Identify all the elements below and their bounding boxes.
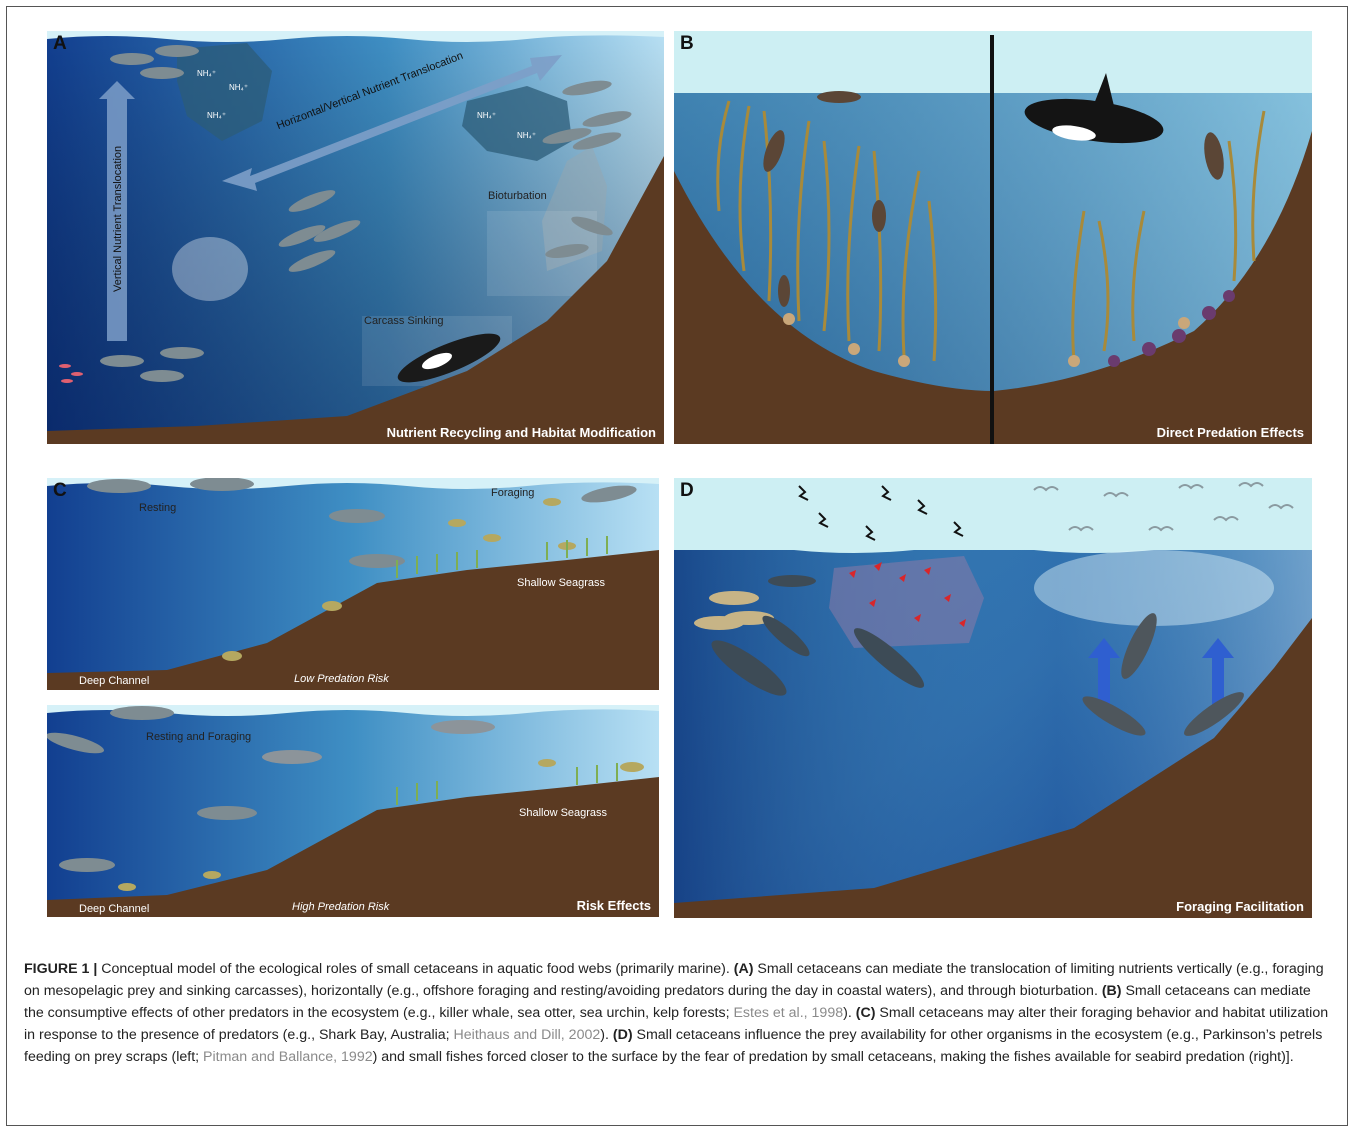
panel-a-label: A (53, 33, 67, 55)
citation-link[interactable]: Heithaus and Dill, 2002 (454, 1027, 601, 1043)
vertical-translocation-label: Vertical Nutrient Translocation (112, 152, 124, 292)
caption-text-c-end: ). (600, 1027, 613, 1043)
carcass-sinking-label: Carcass Sinking (364, 315, 443, 327)
panel-a: A NH₄⁺ NH₄⁺ NH₄⁺ NH₄⁺ NH₄⁺ Vertical Nutr… (47, 31, 664, 444)
panel-c-label: C (53, 480, 67, 502)
caption-tag-d: (D) (613, 1027, 633, 1043)
predation-risk-label: Low Predation Risk (294, 673, 389, 685)
panel-d: D Foraging Facilitation (674, 478, 1312, 918)
ammonium-label: NH₄⁺ (207, 111, 226, 120)
shallow-seagrass-label: Shallow Seagrass (519, 807, 607, 819)
prey-scrap-cloud (829, 556, 984, 648)
panel-c-bottom: Resting and Foraging Shallow Seagrass De… (47, 705, 659, 917)
foraging-label: Foraging (491, 487, 534, 499)
caption-tag-b: (B) (1102, 983, 1122, 999)
caption-tag-c: (C) (856, 1005, 876, 1021)
caption-intro: Conceptual model of the ecological roles… (97, 961, 733, 977)
panel-d-scene (674, 478, 1312, 918)
shallow-seagrass-label: Shallow Seagrass (517, 577, 605, 589)
ammonium-label: NH₄⁺ (229, 83, 248, 92)
panel-c-top: C Resting Foraging Shallow Seagrass Deep… (47, 478, 659, 690)
panel-b: B Direct Predation Effects (674, 31, 1312, 444)
panel-b-title: Direct Predation Effects (1157, 425, 1304, 440)
resting-label: Resting (139, 502, 176, 514)
panel-b-label: B (680, 33, 694, 55)
panel-b-scene (674, 31, 1312, 444)
caption-text-b-end: ). (843, 1005, 856, 1021)
predation-risk-label: High Predation Risk (292, 901, 389, 913)
panel-a-title: Nutrient Recycling and Habitat Modificat… (387, 425, 656, 440)
ammonium-label: NH₄⁺ (517, 131, 536, 140)
deep-channel-label: Deep Channel (79, 675, 149, 687)
caption-text-d-end: ) and small fishes forced closer to the … (373, 1049, 1294, 1065)
citation-link[interactable]: Estes et al., 1998 (733, 1005, 843, 1021)
bioturbation-label: Bioturbation (488, 190, 547, 202)
panel-d-title: Foraging Facilitation (1176, 899, 1304, 914)
panel-d-label: D (680, 480, 694, 502)
deep-channel-label: Deep Channel (79, 903, 149, 915)
caption-tag-a: (A) (734, 961, 754, 977)
citation-link[interactable]: Pitman and Ballance, 1992 (203, 1049, 373, 1065)
ammonium-label: NH₄⁺ (477, 111, 496, 120)
figure-caption: FIGURE 1 | Conceptual model of the ecolo… (24, 958, 1334, 1068)
figure-label: FIGURE 1 | (24, 961, 97, 977)
fish-school (172, 237, 248, 301)
panel-c-title: Risk Effects (577, 898, 651, 913)
resting-foraging-label: Resting and Foraging (146, 731, 251, 743)
ammonium-label: NH₄⁺ (197, 69, 216, 78)
